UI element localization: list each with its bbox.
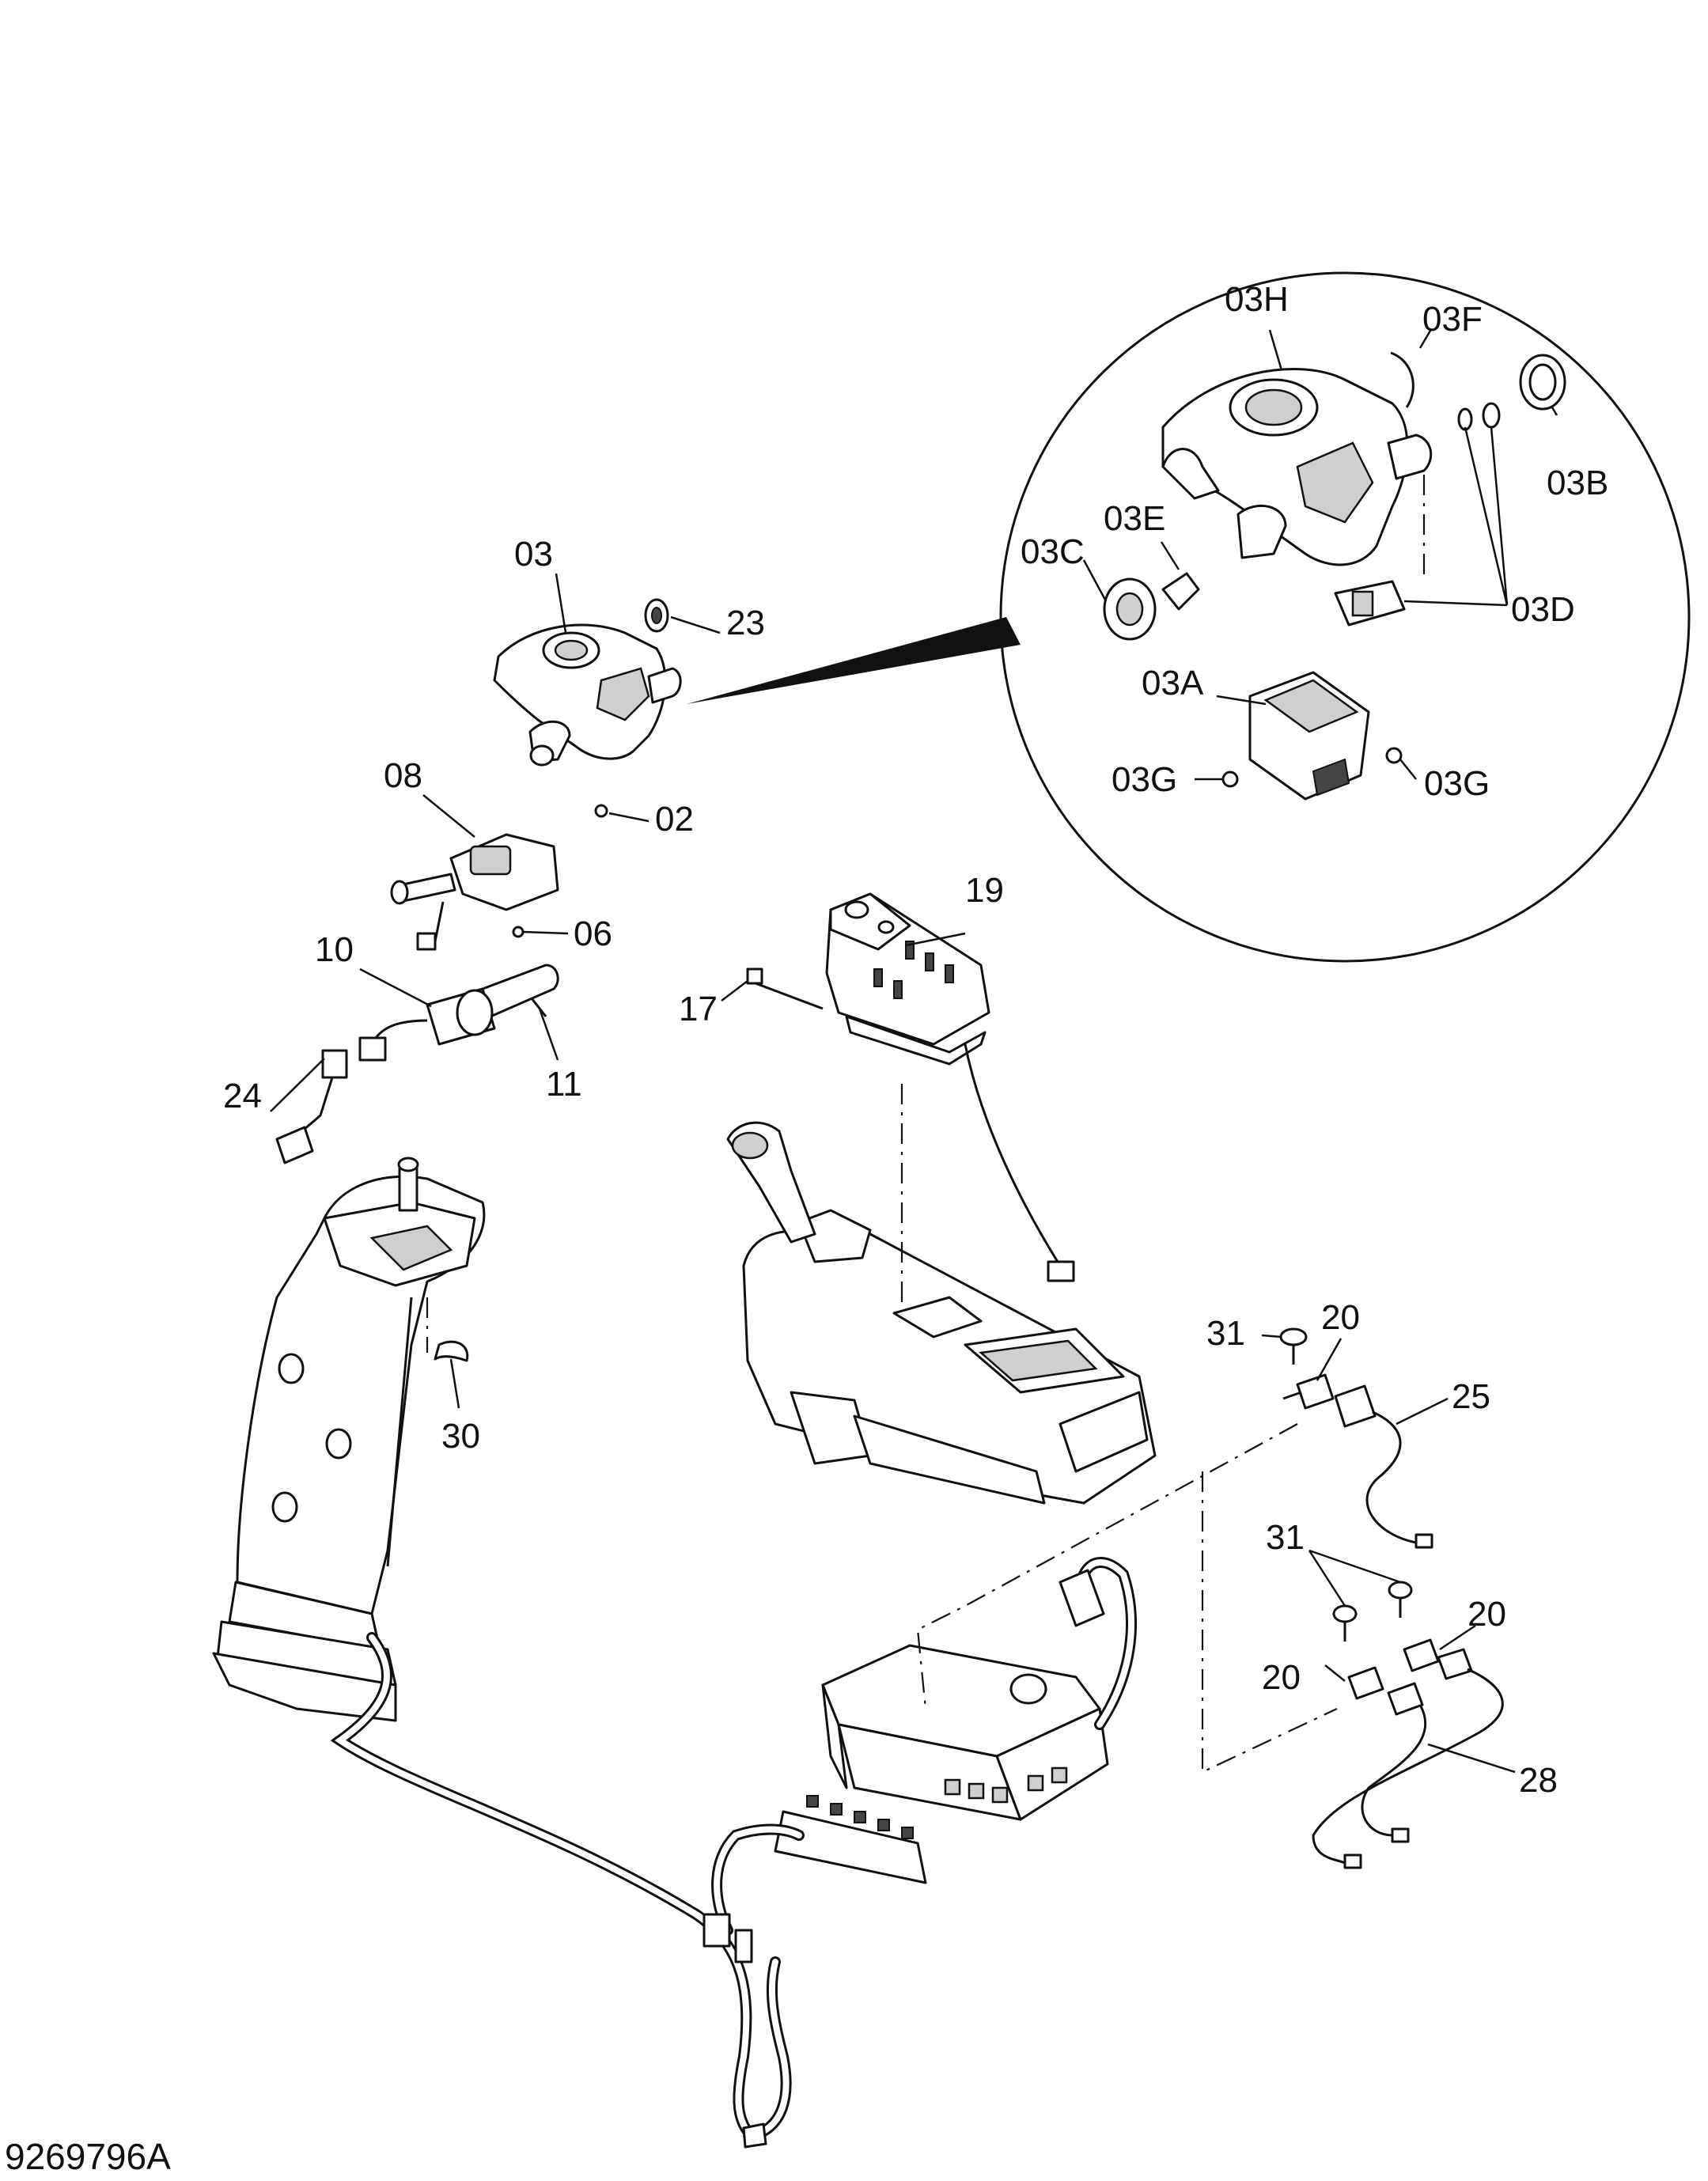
part-30-clip: [434, 1340, 469, 1362]
part-31-screws-bottom: [1332, 1581, 1413, 1641]
part-06-screw: [512, 926, 525, 938]
part-03A-module: [1248, 671, 1370, 801]
part-19-switchbox: [825, 892, 1075, 1282]
part-03: [493, 623, 682, 767]
part-03G-screw-left: [1221, 771, 1239, 788]
label-02: 02: [655, 800, 694, 839]
part-02-screw: [594, 804, 608, 818]
part-31-screw-top: [1279, 1327, 1308, 1365]
label-03H: 03H: [1225, 280, 1289, 319]
label-25: 25: [1452, 1377, 1490, 1416]
label-19: 19: [965, 871, 1004, 910]
detail-circle: [999, 271, 1691, 963]
part-03F-clip: [1390, 351, 1414, 408]
part-03H-housing: [1161, 368, 1433, 566]
part-17-bolt: [746, 967, 824, 1010]
label-11: 11: [546, 1065, 582, 1104]
detail-pointer: [687, 617, 1021, 704]
label-03B: 03B: [1547, 464, 1608, 502]
label-06: 06: [574, 914, 612, 953]
label-03D: 03D: [1511, 590, 1575, 629]
label-20-mid: 20: [1468, 1595, 1506, 1634]
part-10-switch: [358, 964, 559, 1062]
label-08: 08: [384, 756, 422, 795]
detail-view-03: [687, 271, 1691, 963]
document-number: 9269796A: [5, 2136, 171, 2177]
part-24-connector: [275, 1049, 348, 1164]
controller-unit: [774, 1644, 1109, 1884]
label-31-bottom: 31: [1266, 1518, 1305, 1557]
part-20-connector-top: [1282, 1373, 1335, 1410]
label-20-top: 20: [1321, 1298, 1360, 1337]
part-08-switch: [390, 833, 559, 951]
part-03D-washers: [1457, 402, 1501, 431]
console: [726, 1121, 1157, 1505]
leader-lines: [270, 573, 1516, 1774]
label-03A: 03A: [1142, 664, 1204, 702]
part-03B-ring: [1519, 354, 1566, 411]
label-20-low: 20: [1262, 1658, 1301, 1697]
label-30: 30: [441, 1417, 480, 1456]
label-03E: 03E: [1104, 499, 1165, 538]
label-24: 24: [223, 1077, 262, 1115]
main-harness: [330, 1557, 1137, 2149]
label-03: 03: [514, 535, 553, 574]
label-03G-right: 03G: [1424, 764, 1490, 803]
label-23: 23: [726, 604, 765, 642]
label-10: 10: [315, 930, 354, 969]
part-03D-switch: [1334, 580, 1406, 627]
part-28-harness: [1312, 1648, 1504, 1869]
part-03G-screw-right: [1385, 747, 1403, 764]
part-03C-grommet: [1103, 577, 1157, 641]
part-25-harness: [1334, 1384, 1433, 1549]
part-labels: 03H 03F 03B 03E 03C 03D 03A 03G 03G 03 2…: [223, 280, 1608, 1800]
label-03G-left: 03G: [1112, 760, 1177, 799]
label-31-top: 31: [1206, 1314, 1245, 1353]
part-03E-knob: [1161, 504, 1287, 611]
part-20-connector-low: [1347, 1666, 1384, 1700]
part-11-pin: [530, 998, 547, 1017]
part-23-nut: [644, 598, 669, 633]
label-03F: 03F: [1422, 300, 1483, 339]
label-03C: 03C: [1021, 532, 1085, 571]
label-28: 28: [1519, 1761, 1558, 1800]
grip-housing: [212, 1157, 486, 1722]
label-17: 17: [679, 990, 718, 1028]
part-20-connector-mid: [1403, 1638, 1440, 1672]
